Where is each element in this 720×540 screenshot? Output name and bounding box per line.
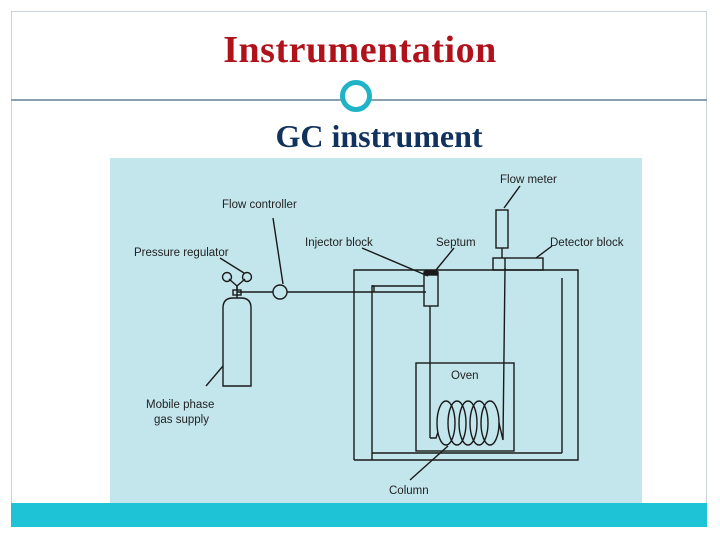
label-septum: Septum (436, 237, 476, 249)
label-flow-meter: Flow meter (500, 174, 557, 186)
column-coil (436, 267, 506, 446)
divider-ring-ornament (340, 80, 372, 112)
diagram-svg: Flow meter Flow controller Pressure regu… (134, 174, 624, 497)
label-oven: Oven (451, 370, 479, 382)
label-gas-supply: gas supply (154, 414, 209, 426)
slide-subtitle: GC instrument (275, 118, 483, 154)
label-flow-controller: Flow controller (222, 199, 297, 211)
flow-controller-valve (272, 284, 426, 300)
gc-instrument-diagram: Flow meter Flow controller Pressure regu… (110, 158, 642, 514)
bottom-accent-band (11, 503, 707, 527)
injector-block (423, 270, 439, 439)
label-mobile-phase: Mobile phase (146, 399, 214, 411)
oven-housing (353, 269, 579, 461)
label-pressure-regulator: Pressure regulator (134, 247, 229, 259)
label-injector-block: Injector block (305, 237, 373, 249)
slide-title: Instrumentation (223, 29, 497, 71)
label-leader-lines (205, 185, 553, 481)
detector-block (492, 257, 544, 271)
pressure-regulator-valve (221, 271, 273, 293)
label-detector-block: Detector block (550, 237, 624, 249)
flow-meter (495, 209, 509, 258)
gas-cylinder (222, 289, 252, 387)
label-column: Column (389, 485, 429, 497)
